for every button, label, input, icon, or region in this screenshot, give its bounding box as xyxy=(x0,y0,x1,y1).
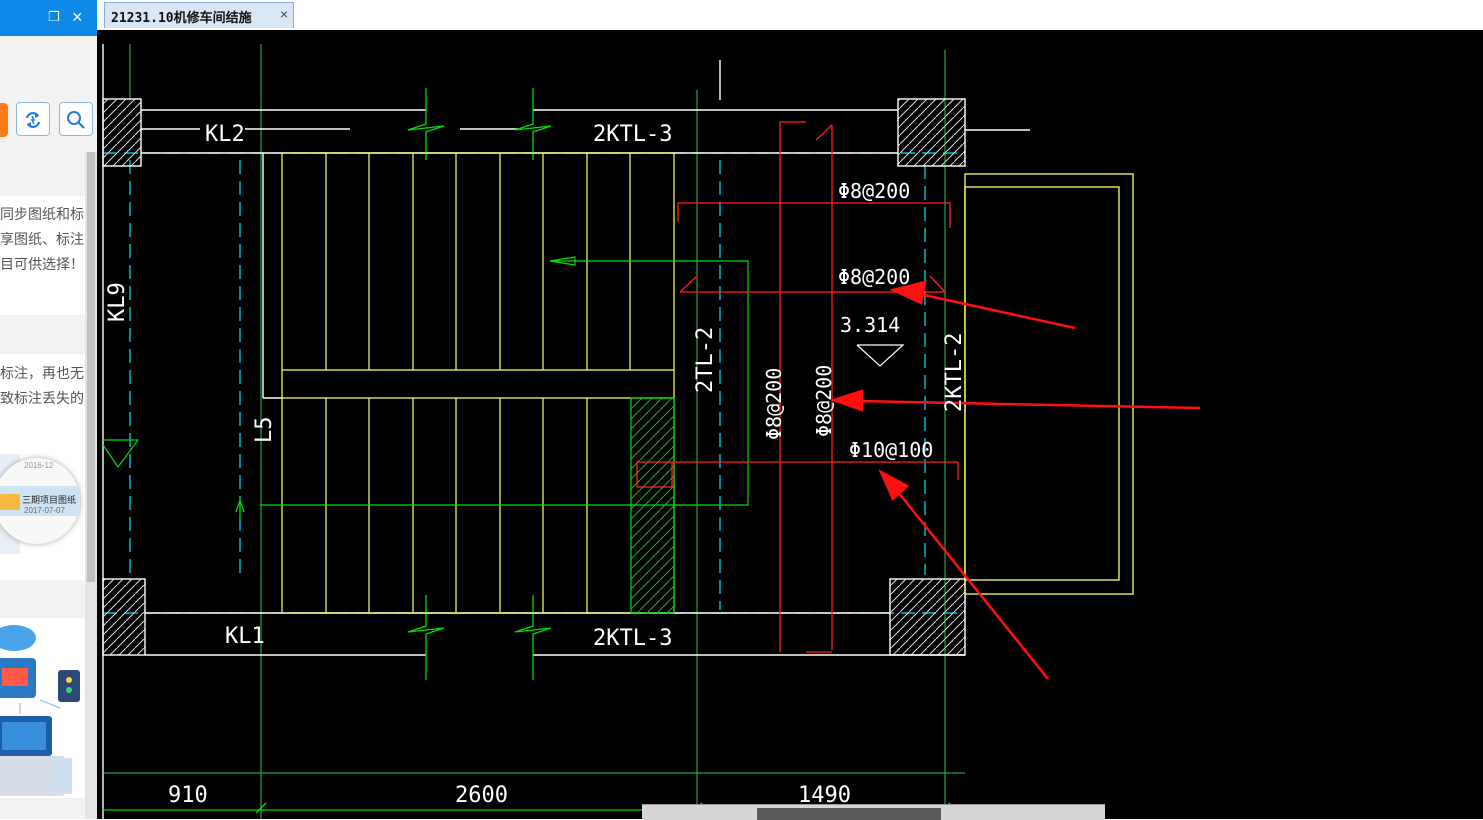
rebar-label-vertical-1: Φ8@200 xyxy=(762,368,786,440)
cloud-illustration-icon xyxy=(0,625,80,796)
dimension-910: 910 xyxy=(168,783,208,808)
sync-icon xyxy=(25,112,41,128)
orange-action-button[interactable] xyxy=(0,103,8,137)
cloud-sync-illustration xyxy=(0,618,85,798)
beam-label-bottom-ktl: 2KTL-3 xyxy=(593,626,672,651)
side-toolbar xyxy=(0,98,97,142)
rebar-label-mid: Φ8@200 xyxy=(838,265,910,289)
beam-label-tl2: 2TL-2 xyxy=(693,327,718,393)
document-tab-title: 21231.10机修车间结施 xyxy=(111,11,252,26)
promo-card-2-line-1: 标注，再也无 xyxy=(0,366,84,382)
side-panel-header: ❐ × xyxy=(0,0,97,36)
magnifier-folder-title: 三期项目图纸 xyxy=(22,495,77,505)
scrollbar-thumb[interactable] xyxy=(87,152,95,582)
rebar-label-vertical-2: Φ8@200 xyxy=(812,365,836,437)
side-panel: ❐ × 同步图纸和标 享图纸、标注 目可供选择！ 标注，再也无 致标注丢失的 xyxy=(0,0,97,819)
document-tab[interactable]: 21231.10机修车间结施 × xyxy=(104,2,294,28)
beam-outlines xyxy=(141,60,1030,656)
beam-label-kl9: KL9 xyxy=(105,282,130,322)
side-panel-scrollbar[interactable] xyxy=(85,152,97,819)
promo-card-1: 同步图纸和标 享图纸、标注 目可供选择！ xyxy=(0,196,85,315)
search-icon xyxy=(67,111,85,129)
promo-card-1-line-2: 享图纸、标注 xyxy=(0,232,84,248)
rebar-label-top: Φ8@200 xyxy=(838,179,910,203)
document-tab-bar: 21231.10机修车间结施 × xyxy=(97,0,1483,31)
elevation-label: 3.314 xyxy=(840,313,900,337)
columns xyxy=(102,98,966,656)
magnifier-folder-date: 2017-07-07 xyxy=(24,506,65,515)
sync-button[interactable] xyxy=(16,102,50,136)
beam-label-kl2: KL2 xyxy=(205,122,245,147)
cad-drawing-canvas[interactable]: KL2 2KTL-3 KL1 2KTL-3 KL9 L5 2TL-2 2KTL-… xyxy=(97,30,1483,819)
magnifier-date-top: 2016-12 xyxy=(24,461,54,470)
bottom-status-strip[interactable] xyxy=(642,804,1105,820)
beam-label-kl1: KL1 xyxy=(225,624,265,649)
promo-card-2-line-2: 致标注丢失的 xyxy=(0,391,84,407)
beam-label-l5: L5 xyxy=(252,417,277,444)
promo-card-1-line-3: 目可供选择！ xyxy=(0,257,84,273)
rebar-label-bottom: Φ10@100 xyxy=(849,438,933,462)
beam-label-top-ktl: 2KTL-3 xyxy=(593,122,672,147)
dimension-1490: 1490 xyxy=(798,783,851,808)
magnifier-preview: 2016-12 三期项目图纸 2017-07-07 xyxy=(0,458,80,544)
restore-icon[interactable]: ❐ xyxy=(48,9,60,24)
status-strip-inset xyxy=(757,808,941,820)
folder-icon xyxy=(0,494,20,510)
rebar-lines xyxy=(636,121,959,653)
stair-plan-drawing: KL2 2KTL-3 KL1 2KTL-3 KL9 L5 2TL-2 2KTL-… xyxy=(102,44,1201,819)
beam-label-right-ktl: 2KTL-2 xyxy=(942,333,967,412)
close-tab-icon[interactable]: × xyxy=(280,6,289,22)
annotation-arrows xyxy=(830,280,1201,680)
search-button[interactable] xyxy=(59,102,93,136)
dimension-2600: 2600 xyxy=(455,783,508,808)
close-icon[interactable]: × xyxy=(72,7,83,27)
promo-card-1-line-1: 同步图纸和标 xyxy=(0,207,84,223)
stair-treads xyxy=(281,152,675,614)
